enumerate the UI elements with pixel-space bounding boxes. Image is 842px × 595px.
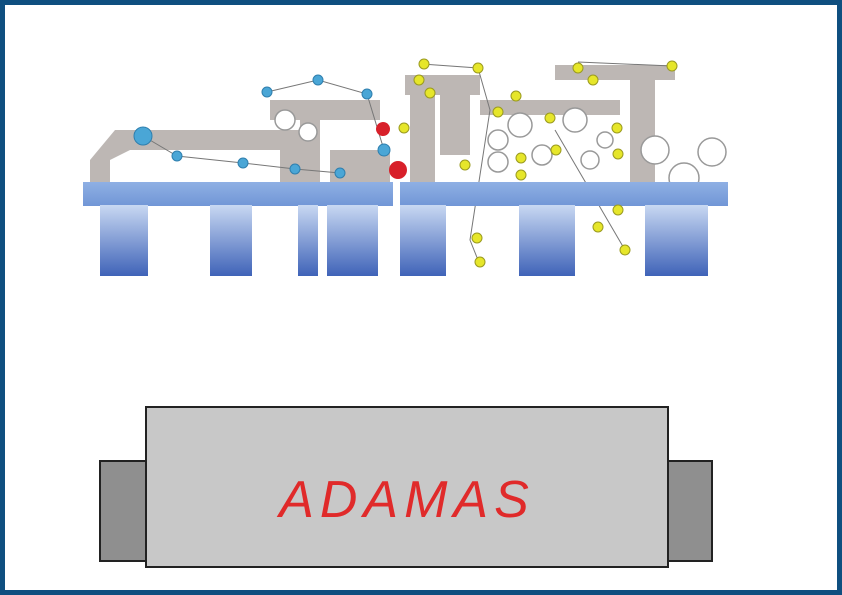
platform <box>83 182 728 276</box>
adamas-label: ADAMAS <box>279 471 535 529</box>
blue-rolls <box>133 74 391 179</box>
red-rolls <box>376 122 407 179</box>
adamas-machine <box>99 406 713 568</box>
yellow-rolls <box>398 58 678 268</box>
